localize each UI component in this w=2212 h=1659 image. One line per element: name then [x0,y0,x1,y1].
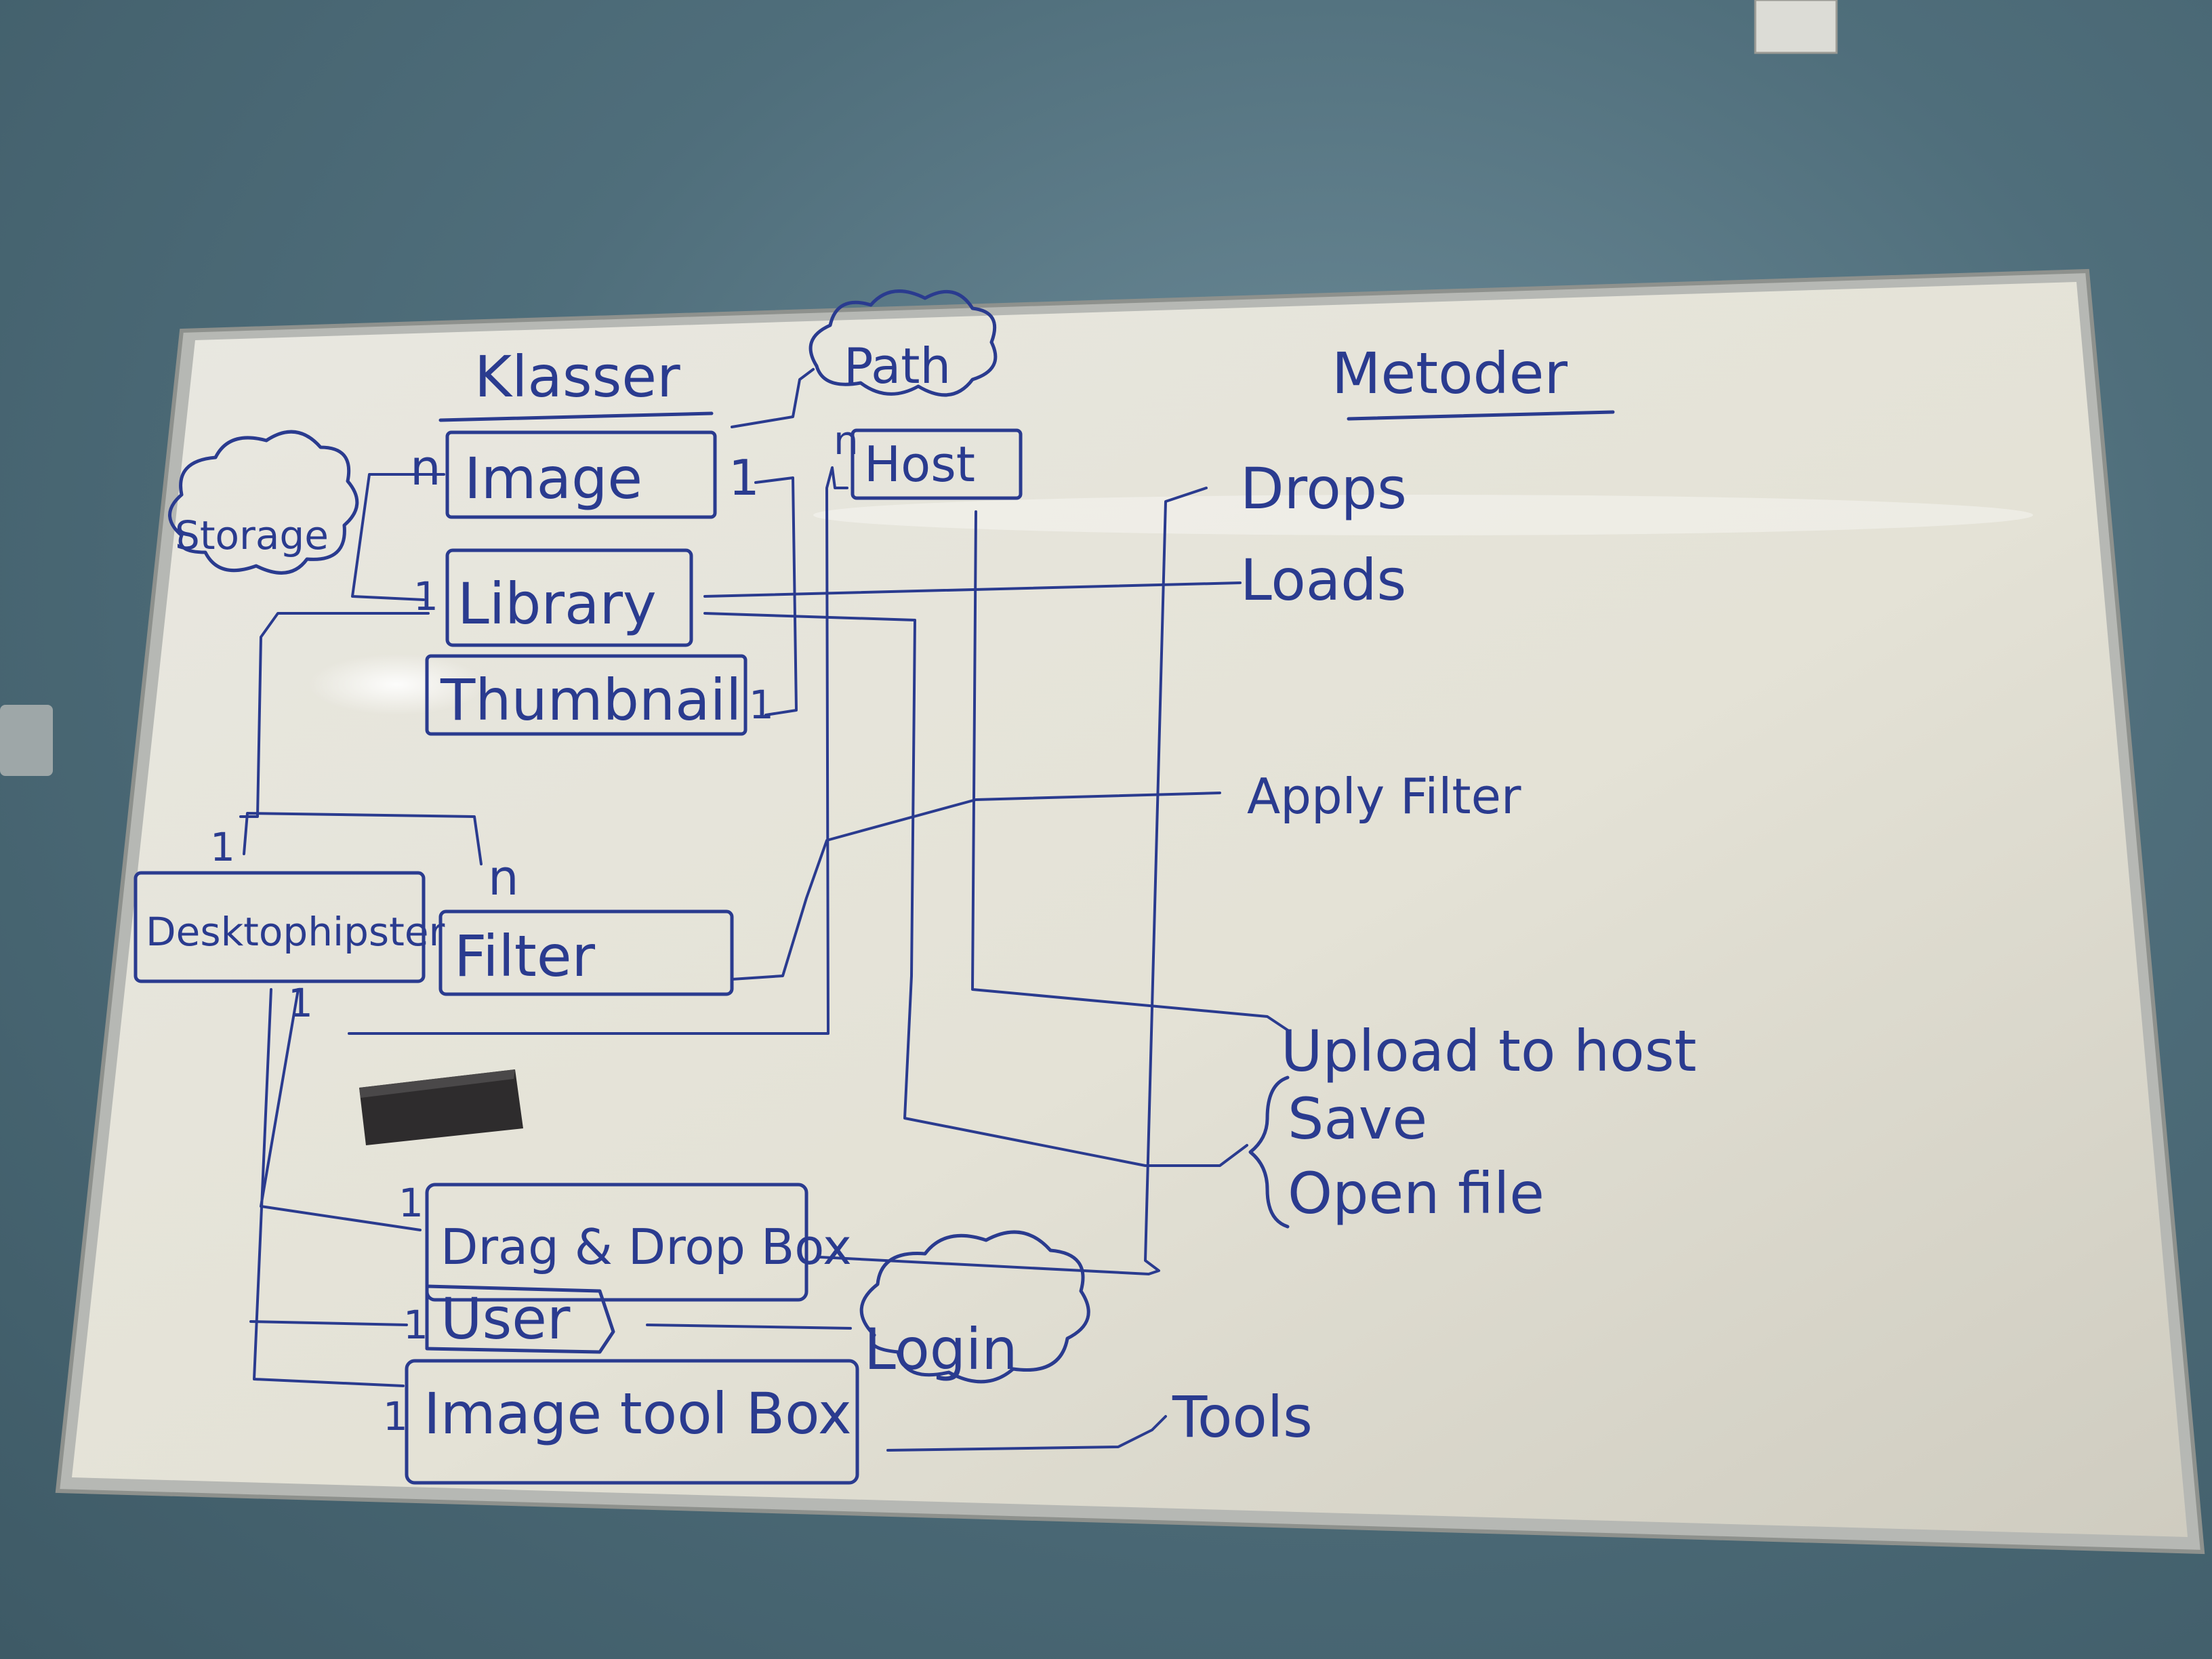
image-class-box [445,430,717,519]
host-class-box [851,428,1023,500]
storage-cloud [168,430,359,575]
dragdrop-mult-1: 1 [398,1180,424,1226]
desktophipster-class-box [134,871,426,983]
image-class-label: Image [464,445,642,512]
toolbox-class-label: Image tool Box [424,1380,852,1447]
save-method: Save [1288,1086,1427,1152]
toolbox-class-box [405,1359,859,1485]
path-cloud-label: Path [844,337,951,394]
metoder-heading: Metoder [1332,340,1568,407]
apply-filter-method: Apply Filter [1247,768,1521,825]
desktop-mult-1-top: 1 [210,824,235,870]
light-glare [308,654,485,715]
desktophipster-class-label: Desktophipster [146,909,445,955]
eraser [359,1069,523,1145]
user-class-box [425,1284,615,1354]
save-open-brace [1248,1076,1290,1229]
user-mult-1: 1 [403,1302,428,1348]
image-mult-n: n [410,439,441,496]
thumbnail-class-box [425,654,747,736]
host-mult-n: n [834,417,859,464]
thumbnail-mult-1: 1 [749,682,774,728]
path-cloud [808,289,998,397]
thumbnail-class-label: Thumbnail [440,667,741,733]
filter-class-label: Filter [454,923,595,989]
storage-cloud-label: Storage [175,512,329,558]
login-cloud-label: Login [864,1316,1018,1382]
filter-mult-n: n [488,849,519,906]
wall-socket [1754,0,1838,54]
host-class-label: Host [864,436,975,493]
wall-hook [0,705,53,776]
desktop-mult-1-bottom: 1 [288,980,313,1026]
image-mult-1: 1 [729,449,760,506]
library-class-label: Library [457,571,657,637]
metoder-underline [1347,410,1615,421]
connectors [239,368,1289,1452]
loads-method: Loads [1240,547,1406,613]
user-class-label: User [441,1286,571,1352]
tools-method: Tools [1172,1384,1313,1450]
library-mult-1: 1 [413,573,438,619]
library-class-box [445,548,693,647]
dragdrop-class-box [425,1183,808,1302]
login-cloud [859,1230,1090,1384]
open-file-method: Open file [1288,1160,1544,1227]
light-reflection [813,495,2033,535]
dragdrop-class-label: Drag & Drop Box [441,1218,852,1275]
toolbox-mult-1: 1 [383,1393,408,1439]
whiteboard-surface [72,282,2188,1537]
drops-method: Drops [1240,455,1407,522]
klasser-heading: Klasser [474,344,680,410]
filter-class-box [438,909,734,996]
upload-to-host-method: Upload to host [1281,1018,1696,1084]
klasser-underline [438,411,714,422]
